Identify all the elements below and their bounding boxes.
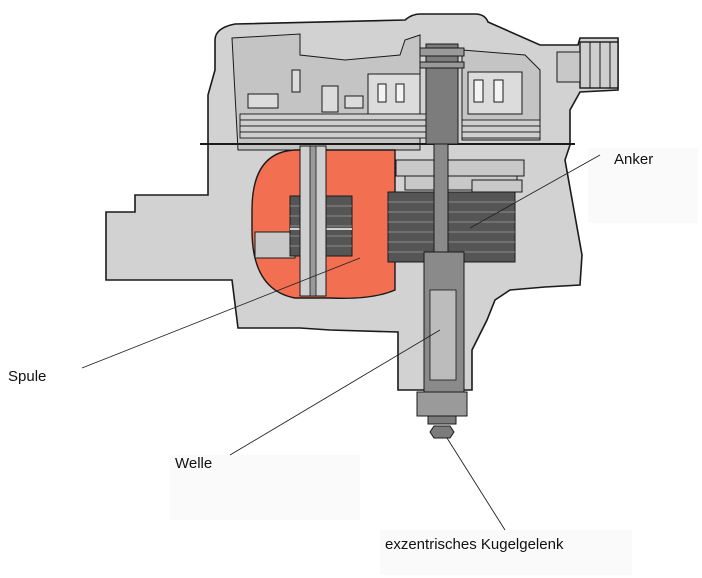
ball-joint xyxy=(429,425,455,439)
armature-laminations xyxy=(387,191,516,263)
connector-plug xyxy=(556,41,619,89)
label-halo-anker xyxy=(588,148,698,223)
leader-lines xyxy=(81,154,601,531)
electronic-components xyxy=(247,69,523,115)
label-halo-kugelgelenk xyxy=(380,530,632,575)
label-welle: Welle xyxy=(175,455,213,472)
coil-bobbin-gap xyxy=(254,231,296,259)
label-spule: Spule xyxy=(8,368,47,385)
shaft xyxy=(416,43,468,425)
label-kugelgelenk: exzentrisches Kugelgelenk xyxy=(385,536,564,553)
circuit-board-layers xyxy=(239,113,541,139)
left-guide-pin xyxy=(299,145,327,297)
label-anker: Anker xyxy=(614,151,654,168)
armature-upper-parts xyxy=(395,159,525,193)
label-halo-welle xyxy=(170,455,360,520)
